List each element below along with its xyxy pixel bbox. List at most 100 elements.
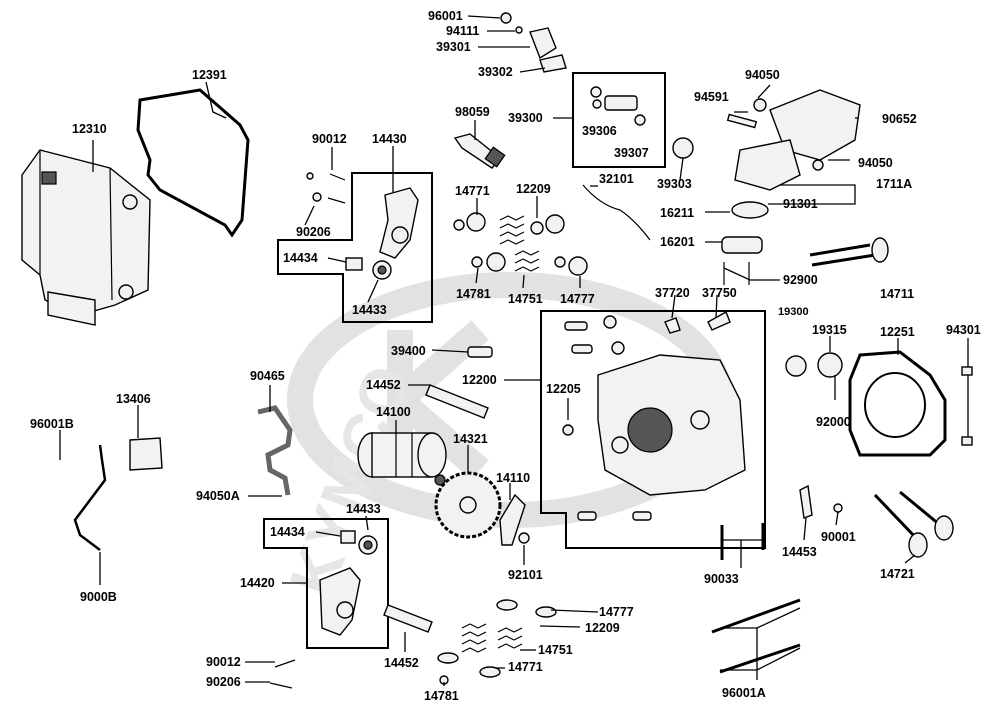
rocker-arm-upper bbox=[345, 187, 419, 280]
bracket-14453 bbox=[799, 484, 813, 519]
box-14430 bbox=[277, 172, 433, 323]
hose-assembly bbox=[73, 444, 107, 551]
part-label-12391: 12391 bbox=[192, 68, 227, 82]
part-label-14434-lower: 14434 bbox=[270, 525, 305, 539]
part-label-12205: 12205 bbox=[546, 382, 581, 396]
box-39300 bbox=[572, 72, 666, 168]
part-label-37750: 37750 bbox=[702, 286, 737, 300]
part-label-14781-lower: 14781 bbox=[424, 689, 459, 703]
part-label-14751-upper: 14751 bbox=[508, 292, 543, 306]
stud-bolts bbox=[720, 523, 765, 560]
part-label-96001B: 96001B bbox=[30, 417, 74, 431]
part-label-39306: 39306 bbox=[582, 124, 617, 138]
part-label-14420: 14420 bbox=[240, 576, 275, 590]
part-label-96001A: 96001A bbox=[722, 686, 766, 700]
part-label-32101: 32101 bbox=[599, 172, 634, 186]
nut-upper-2 bbox=[306, 172, 314, 180]
valve-spring-set-lower bbox=[437, 599, 557, 685]
part-label-91301: 91301 bbox=[783, 197, 818, 211]
part-label-94591: 94591 bbox=[694, 90, 729, 104]
oil-seal bbox=[785, 355, 807, 377]
gasket-bore bbox=[864, 372, 926, 438]
part-label-39300: 39300 bbox=[508, 111, 543, 125]
part-label-14452-upper: 14452 bbox=[366, 378, 401, 392]
dowel-pin-2 bbox=[961, 436, 973, 446]
part-label-14777-upper: 14777 bbox=[560, 292, 595, 306]
part-label-98059: 98059 bbox=[455, 105, 490, 119]
throttle-body bbox=[721, 89, 861, 285]
valve-lower bbox=[873, 490, 941, 542]
cover-gasket bbox=[136, 88, 250, 238]
part-label-19300: 19300 bbox=[778, 306, 809, 318]
part-label-14711: 14711 bbox=[880, 287, 914, 301]
part-label-16201: 16201 bbox=[660, 235, 695, 249]
part-label-14453: 14453 bbox=[782, 545, 817, 559]
part-label-12251: 12251 bbox=[880, 325, 915, 339]
part-label-39400: 39400 bbox=[391, 344, 426, 358]
part-label-19315: 19315 bbox=[812, 323, 847, 337]
leader-lines bbox=[59, 15, 969, 686]
part-label-12310: 12310 bbox=[72, 122, 107, 136]
screw-90001 bbox=[833, 503, 843, 513]
group-boxes bbox=[263, 72, 766, 649]
part-label-39303: 39303 bbox=[657, 177, 692, 191]
nut-upper bbox=[312, 192, 322, 202]
part-label-96001: 96001 bbox=[428, 9, 463, 23]
part-label-90012-upper: 90012 bbox=[312, 132, 347, 146]
part-label-90033: 90033 bbox=[704, 572, 739, 586]
seal-holder bbox=[817, 352, 843, 378]
part-label-14434-upper: 14434 bbox=[283, 251, 318, 265]
long-bolts bbox=[711, 598, 801, 674]
adjust-screw-lower bbox=[269, 659, 296, 689]
part-label-39301: 39301 bbox=[436, 40, 471, 54]
part-label-94050A: 94050A bbox=[196, 489, 240, 503]
part-label-14771-upper: 14771 bbox=[455, 184, 490, 198]
part-label-14433-upper: 14433 bbox=[352, 303, 387, 317]
chain-guide bbox=[499, 493, 526, 546]
cam-sprocket-hub bbox=[459, 496, 477, 514]
part-label-14771-lower: 14771 bbox=[508, 660, 543, 674]
box-14420 bbox=[263, 518, 389, 649]
part-label-14781-upper: 14781 bbox=[456, 287, 491, 301]
part-label-13406: 13406 bbox=[116, 392, 151, 406]
rocker-arm-lower bbox=[319, 530, 378, 636]
spark-plug bbox=[453, 133, 506, 169]
injector-assembly bbox=[500, 12, 694, 159]
part-label-14430: 14430 bbox=[372, 132, 407, 146]
temp-sensor bbox=[467, 346, 493, 358]
sensor-wire bbox=[582, 184, 651, 241]
valve-spring-set-upper bbox=[453, 212, 588, 276]
cylinder-head-cover bbox=[21, 149, 151, 326]
valve-head-lower bbox=[908, 532, 928, 558]
part-label-90206-upper: 90206 bbox=[296, 225, 331, 239]
part-label-14721: 14721 bbox=[880, 567, 915, 581]
part-label-14100: 14100 bbox=[376, 405, 411, 419]
bolt-92101 bbox=[518, 532, 530, 544]
part-label-39307: 39307 bbox=[614, 146, 649, 160]
part-label-12200: 12200 bbox=[462, 373, 497, 387]
part-label-92900: 92900 bbox=[783, 273, 818, 287]
part-label-39302: 39302 bbox=[478, 65, 513, 79]
part-label-94050-top: 94050 bbox=[745, 68, 780, 82]
part-label-92101: 92101 bbox=[508, 568, 543, 582]
dowel-pin bbox=[961, 366, 973, 376]
part-label-1711A: 1711A bbox=[876, 177, 912, 191]
part-label-14777-lower: 14777 bbox=[599, 605, 634, 619]
part-label-14321: 14321 bbox=[453, 432, 488, 446]
part-label-90206-lower: 90206 bbox=[206, 675, 241, 689]
cylinder-head-gasket bbox=[848, 350, 947, 457]
part-label-94111: 94111 bbox=[446, 24, 479, 38]
cylinder-head bbox=[562, 311, 746, 521]
part-label-14452-lower: 14452 bbox=[384, 656, 419, 670]
part-label-90012-lower: 90012 bbox=[206, 655, 241, 669]
valve-head-lower-2 bbox=[934, 515, 954, 541]
part-label-94301: 94301 bbox=[946, 323, 981, 337]
valve-upper bbox=[809, 243, 876, 267]
hose-clamp-bracket bbox=[129, 437, 163, 471]
rocker-shaft-upper bbox=[425, 384, 489, 419]
box-12200 bbox=[540, 310, 766, 549]
part-label-14433-lower: 14433 bbox=[346, 502, 381, 516]
part-label-14110: 14110 bbox=[496, 471, 530, 485]
valve-head-upper bbox=[871, 237, 889, 263]
